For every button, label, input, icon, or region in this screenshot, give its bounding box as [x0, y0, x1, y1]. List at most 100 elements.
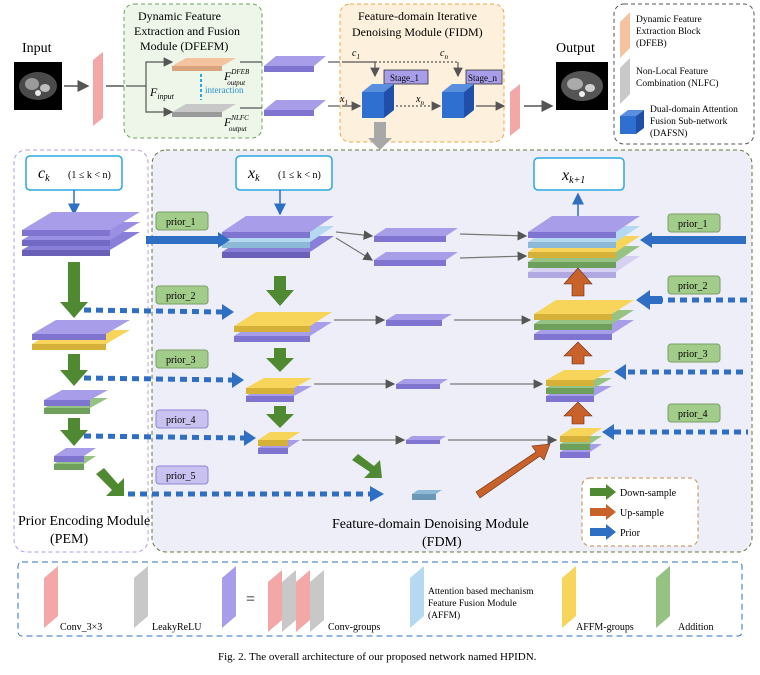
xk-label: xk [247, 165, 260, 184]
legend-nlfc-2: Combination (NLFC) [636, 78, 719, 89]
fidm-down-arrow [368, 122, 392, 150]
fdm-enc-stack-3 [246, 378, 312, 402]
prior-left-2: prior_2 [166, 291, 195, 302]
dfefm-title-1: Dynamic Feature [138, 9, 221, 23]
prior-labels-right: prior_1 prior_2 prior_3 prior_4 [667, 213, 721, 423]
pem-stack-4 [54, 448, 96, 470]
legend-addition-swatch [656, 566, 670, 628]
xk-range: (1 ≤ k < n) [278, 170, 321, 181]
output-conv-block [510, 84, 520, 136]
legend-conv-swatch [44, 566, 58, 628]
prior-right-3: prior_3 [678, 349, 707, 360]
prior-right-1: prior_1 [678, 219, 707, 230]
legend-affmgroups-swatch [562, 566, 576, 628]
f-input: Finput [149, 85, 175, 101]
feature-x-slab [264, 100, 326, 110]
pem-box [13, 149, 149, 553]
pem-stack-3 [44, 390, 108, 414]
fidm-title-1: Feature-domain Iterative [358, 9, 477, 23]
legend-dafsn-1: Dual-domain Attention [650, 105, 738, 115]
figure-caption: Fig. 2. The overall architecture of our … [218, 651, 537, 663]
output-ct-image [556, 62, 608, 110]
xn-label: xn [415, 94, 424, 107]
prior-labels-left: prior_1 prior_2 prior_3 prior_4 prior_5 [155, 211, 209, 485]
fdm-connectors [302, 230, 558, 445]
legend-affm-2: Feature Fusion Module [428, 599, 517, 609]
fdm-enc-stack-2 [234, 312, 332, 342]
legend-lrelu: LeakyReLU [152, 622, 202, 633]
pem-down-arrow-2 [60, 354, 88, 386]
dfefm-title-2: Extraction and Fusion [134, 24, 240, 38]
pem-down-arrow-3 [60, 418, 88, 446]
legend-dfeb-swatch [620, 12, 630, 58]
up-sample-swatch [590, 504, 616, 520]
fdm-dec-stack-1 [528, 216, 640, 278]
down-sample-swatch [590, 484, 616, 500]
prior-left-4: prior_4 [166, 415, 195, 426]
input-label: Input [22, 41, 52, 56]
fdm-dec-stack-3 [546, 370, 612, 402]
fdm-up-arrow-4 [475, 443, 551, 499]
fdm-label-2: (FDM) [422, 535, 462, 550]
module-legend [613, 3, 755, 145]
legend-affmgroups: AFFM-groups [576, 622, 634, 633]
fdm-down-arrow-2 [266, 348, 294, 372]
bottom-legend [17, 561, 743, 637]
fdm-label-1: Feature-domain Denoising Module [332, 517, 529, 532]
prior-left-1: prior_1 [166, 217, 195, 228]
legend-equals: = [246, 591, 255, 608]
xk-box [235, 155, 333, 191]
legend-convgroup-swatch [222, 566, 236, 628]
xk1-label: xk+1 [561, 167, 585, 186]
fdm-down-arrow-3 [266, 406, 294, 428]
prior-swatch [590, 524, 616, 540]
stage-1-label: Stage_1 [390, 73, 419, 83]
legend-conv: Conv_3×3 [60, 622, 102, 633]
fdm-up-arrow-1 [563, 267, 593, 297]
prior-right-4: prior_4 [678, 409, 707, 420]
dfeb-slab [172, 58, 236, 66]
pem-label-2: (PEM) [50, 532, 88, 547]
input-ct-image [14, 62, 62, 110]
stage-1-label-box [383, 69, 429, 85]
legend-nlfc-1: Non-Local Feature [636, 67, 708, 77]
fdm-mid-slabs [374, 228, 458, 500]
legend-affm-1: Attention based mechanism [428, 587, 534, 597]
legend-dafsn-2: Fusion Sub-network [650, 117, 728, 127]
fdm-dec-stack-4 [560, 428, 602, 458]
cn-label: cn [440, 48, 448, 61]
legend-lrelu-swatch [134, 566, 148, 628]
pem-down-arrow-1 [60, 262, 88, 318]
fdm-dec-stack-2 [534, 300, 634, 340]
fdm-down-arrow-1 [266, 276, 294, 306]
legend-affm-swatch [410, 566, 424, 628]
arrow-legend-up: Up-sample [620, 508, 664, 519]
prior-right-2: prior_2 [678, 281, 707, 292]
ck-range: (1 ≤ k < n) [68, 170, 111, 181]
dfefm-title-3: Module (DFEFM) [140, 39, 228, 53]
legend-dfeb-2: Extraction Block [636, 27, 701, 37]
prior-left-5: prior_5 [166, 471, 195, 482]
prior-arrows-right [602, 232, 748, 440]
fdm-up-arrow-3 [563, 401, 593, 425]
fdm-enc-stack-1 [222, 216, 334, 258]
stage-n-label: Stage_n [468, 73, 497, 83]
pem-stack-2 [32, 320, 130, 350]
c1-label: c1 [352, 48, 360, 61]
legend-dfeb-1: Dynamic Feature [636, 15, 702, 25]
legend-dafsn-swatch [620, 110, 644, 134]
legend-dafsn-3: (DAFSN) [650, 128, 687, 139]
dafsn-cube-n [442, 84, 474, 118]
legend-dfeb-3: (DFEB) [636, 38, 667, 49]
legend-convgroups: Conv-groups [328, 622, 380, 633]
pem-label-1: Prior Encoding Module [18, 514, 150, 529]
xk1-box [533, 157, 625, 191]
interaction-label: interaction [205, 85, 244, 95]
legend-nlfc-swatch [620, 58, 630, 104]
stage-n-label-box [465, 69, 503, 85]
prior-arrows-left [83, 232, 384, 502]
output-label: Output [556, 41, 595, 56]
fdm-up-arrow-2 [563, 341, 593, 365]
pem-down-arrow-4 [96, 468, 124, 496]
